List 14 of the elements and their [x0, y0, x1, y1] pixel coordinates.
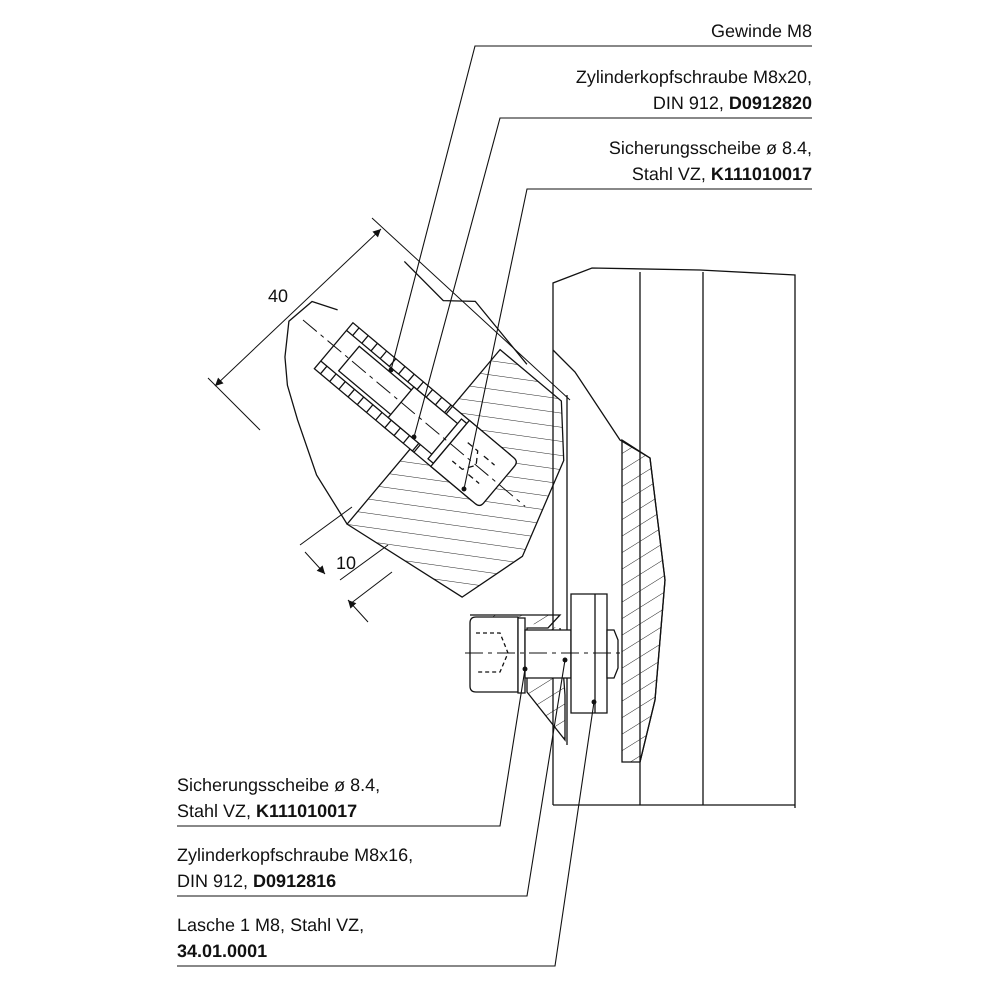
callout-text: Gewinde M8 [710, 20, 812, 43]
leader-line [388, 45, 812, 372]
leader-line [177, 666, 528, 827]
callout-text: Sicherungsscheibe ø 8.4, Stahl VZ, K111010017 [177, 774, 382, 823]
dimension-value: 10 [336, 553, 356, 573]
dimension-value: 40 [268, 286, 288, 306]
callout-text: Zylinderkopfschraube M8x16, DIN 912, D0912816 [177, 844, 414, 893]
leader-line [462, 188, 812, 492]
callout-text: Sicherungsscheibe ø 8.4, Stahl VZ, K111010017 [608, 137, 812, 186]
callout-text: Zylinderkopfschraube M8x20, DIN 912, D0912820 [574, 66, 812, 115]
callout-text: Lasche 1 M8, Stahl VZ, 34.01.0001 [177, 914, 366, 963]
leader-line [177, 700, 596, 967]
leader-line [412, 117, 812, 440]
leader-line [177, 658, 568, 897]
